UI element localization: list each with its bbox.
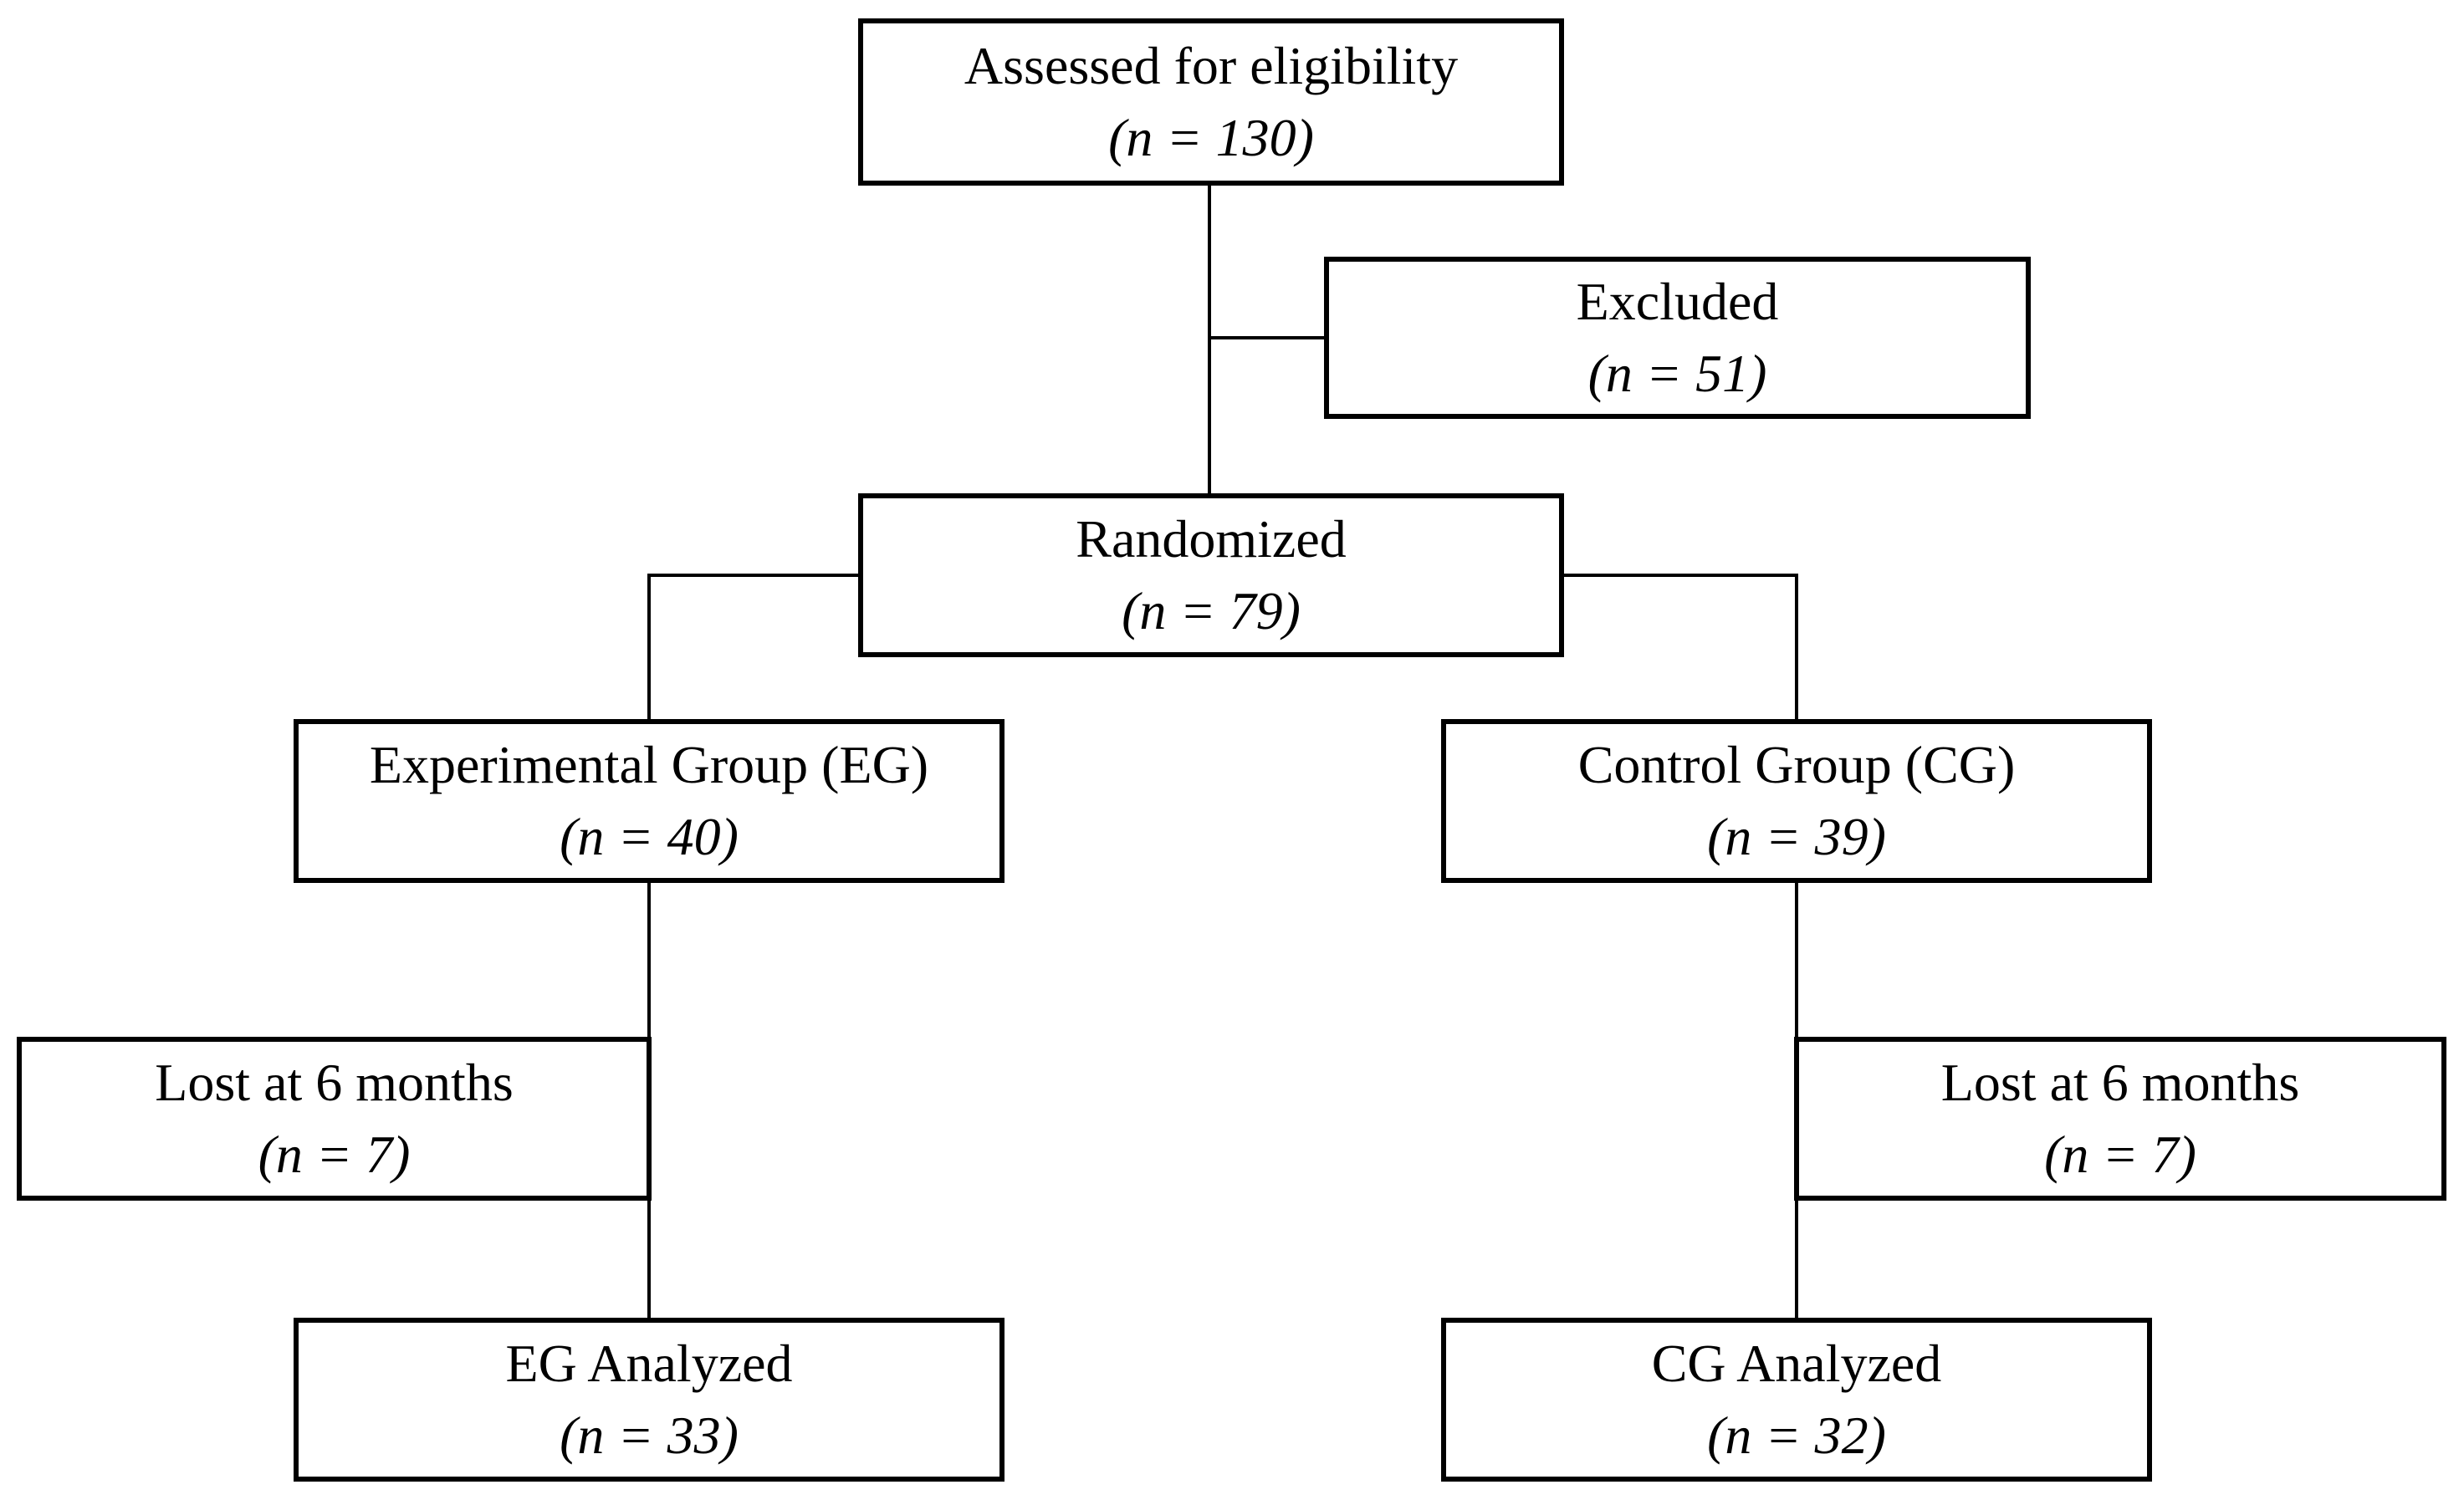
node-label: Lost at 6 months	[155, 1053, 514, 1112]
connector-randomized-to-eg-horizontal	[647, 574, 860, 577]
node-label: Assessed for eligibility	[964, 36, 1459, 95]
node-label: EG Analyzed	[505, 1334, 793, 1393]
node-label: Excluded	[1576, 272, 1779, 331]
node-label: CG Analyzed	[1651, 1334, 1942, 1393]
node-sample-size: (n = 40)	[560, 807, 739, 866]
node-assessed-for-eligibility: Assessed for eligibility (n = 130)	[858, 18, 1564, 186]
node-randomized: Randomized (n = 79)	[858, 493, 1564, 657]
node-lost-at-6-months-cg: Lost at 6 months (n = 7)	[1794, 1037, 2446, 1201]
node-label: Lost at 6 months	[1940, 1053, 2300, 1112]
node-sample-size: (n = 79)	[1122, 581, 1301, 640]
node-sample-size: (n = 33)	[560, 1406, 739, 1465]
node-sample-size: (n = 130)	[1108, 108, 1314, 167]
node-sample-size: (n = 51)	[1587, 344, 1767, 403]
connector-assessed-to-randomized	[1208, 184, 1211, 495]
node-sample-size: (n = 7)	[2044, 1125, 2196, 1184]
node-label: Randomized	[1076, 509, 1347, 569]
node-sample-size: (n = 39)	[1707, 807, 1886, 866]
node-eg-analyzed: EG Analyzed (n = 33)	[294, 1318, 1005, 1482]
node-excluded: Excluded (n = 51)	[1324, 257, 2031, 419]
node-label: Experimental Group (EG)	[369, 735, 929, 794]
node-sample-size: (n = 7)	[258, 1125, 411, 1184]
connector-eg-drop	[647, 574, 651, 721]
node-sample-size: (n = 32)	[1707, 1406, 1886, 1465]
node-control-group: Control Group (CG) (n = 39)	[1441, 719, 2152, 883]
connector-branch-to-excluded	[1209, 336, 1327, 339]
connector-randomized-to-cg-horizontal	[1562, 574, 1798, 577]
node-cg-analyzed: CG Analyzed (n = 32)	[1441, 1318, 2152, 1482]
connector-cg-drop	[1795, 574, 1798, 721]
node-experimental-group: Experimental Group (EG) (n = 40)	[294, 719, 1005, 883]
node-lost-at-6-months-eg: Lost at 6 months (n = 7)	[17, 1037, 652, 1201]
node-label: Control Group (CG)	[1577, 735, 2016, 794]
